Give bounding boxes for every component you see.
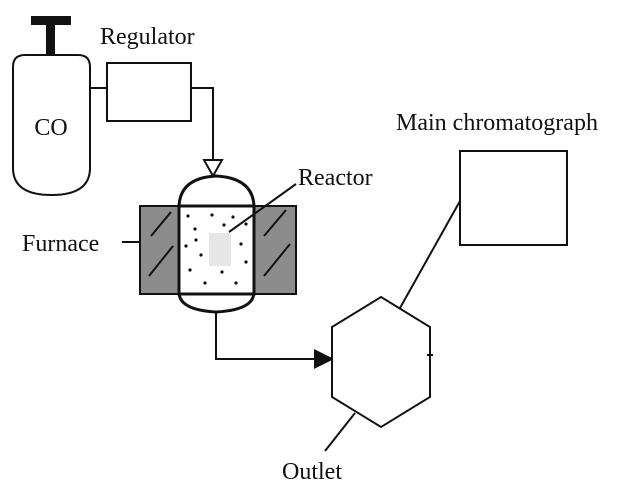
regulator-box bbox=[106, 62, 192, 122]
regulator-label: Regulator bbox=[100, 24, 195, 50]
furnace-left-block bbox=[139, 205, 180, 295]
six-port-valve bbox=[331, 295, 433, 429]
pipe-reactor-to-valve bbox=[215, 312, 318, 360]
outlet: Outlet bbox=[282, 412, 356, 485]
outlet-label: Outlet bbox=[282, 459, 342, 485]
catalyst-particles bbox=[184, 213, 248, 285]
valve-inlet-arrow-icon bbox=[314, 349, 334, 369]
pipe-regulator-to-reactor bbox=[191, 87, 214, 160]
furnace: Furnace bbox=[22, 205, 297, 295]
line-valve-to-chromatograph bbox=[399, 200, 461, 309]
cylinder-body bbox=[12, 54, 91, 197]
valve-hexagon bbox=[331, 295, 431, 429]
furnace-right-block bbox=[253, 205, 297, 295]
chromatograph-label: Main chromatograph bbox=[396, 110, 598, 136]
cylinder-valve-stem bbox=[46, 22, 55, 54]
furnace-label: Furnace bbox=[22, 231, 99, 257]
cylinder-valve-handle bbox=[31, 16, 71, 25]
reactor-leader-line bbox=[228, 183, 297, 233]
furnace-hatching bbox=[148, 209, 291, 277]
regulator: Regulator bbox=[100, 24, 195, 122]
chromatograph-box bbox=[459, 150, 568, 246]
cylinder-label: CO bbox=[34, 115, 67, 141]
outlet-leader-line bbox=[324, 412, 356, 452]
catalyst-bed bbox=[209, 233, 231, 266]
reactor-top-dome bbox=[177, 174, 256, 209]
main-chromatograph: Main chromatograph bbox=[396, 110, 598, 246]
inlet-arrow-icon bbox=[202, 159, 224, 179]
reactor-label: Reactor bbox=[298, 165, 373, 191]
co-gas-cylinder: CO bbox=[12, 16, 91, 197]
reactor: Reactor bbox=[177, 165, 373, 314]
